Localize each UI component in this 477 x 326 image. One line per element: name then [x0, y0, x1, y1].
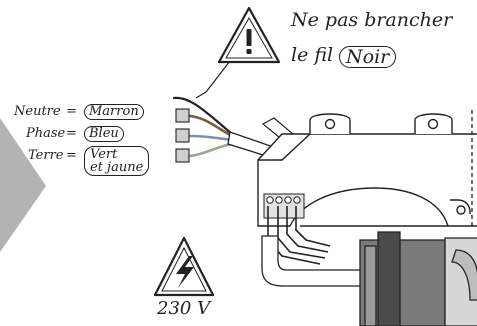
wire-terre-term: Terre — [28, 148, 64, 163]
voltage-label: 230 V — [157, 298, 211, 319]
terminal-block — [263, 193, 331, 265]
warning-noir-box: Noir — [339, 46, 397, 68]
wire-phase-color: Bleu — [84, 126, 124, 142]
wire-neutre-color: Marron — [84, 104, 144, 120]
wire-terre-color: Vert et jaune — [84, 146, 150, 176]
connector-blocks — [175, 108, 190, 163]
wire-terre-eq: = — [66, 148, 77, 163]
wire-neutre-eq: = — [66, 104, 77, 119]
burner-housing — [257, 113, 477, 227]
wire-phase-eq: = — [66, 126, 77, 141]
exclamation-warning-icon — [217, 6, 281, 64]
wire-bundle — [172, 96, 234, 158]
warning-line-2-prefix: le fil — [291, 44, 334, 66]
warning-line-1: Ne pas brancher — [291, 9, 453, 31]
lightning-warning-icon — [153, 236, 215, 297]
wire-terre-color-line1: Vert — [90, 147, 118, 162]
motor-plug — [359, 231, 477, 326]
gray-arrow-shape — [0, 118, 46, 252]
wire-phase-term: Phase — [26, 126, 66, 141]
wire-neutre-term: Neutre — [14, 104, 61, 119]
wire-terre-color-line2: et jaune — [90, 160, 144, 175]
